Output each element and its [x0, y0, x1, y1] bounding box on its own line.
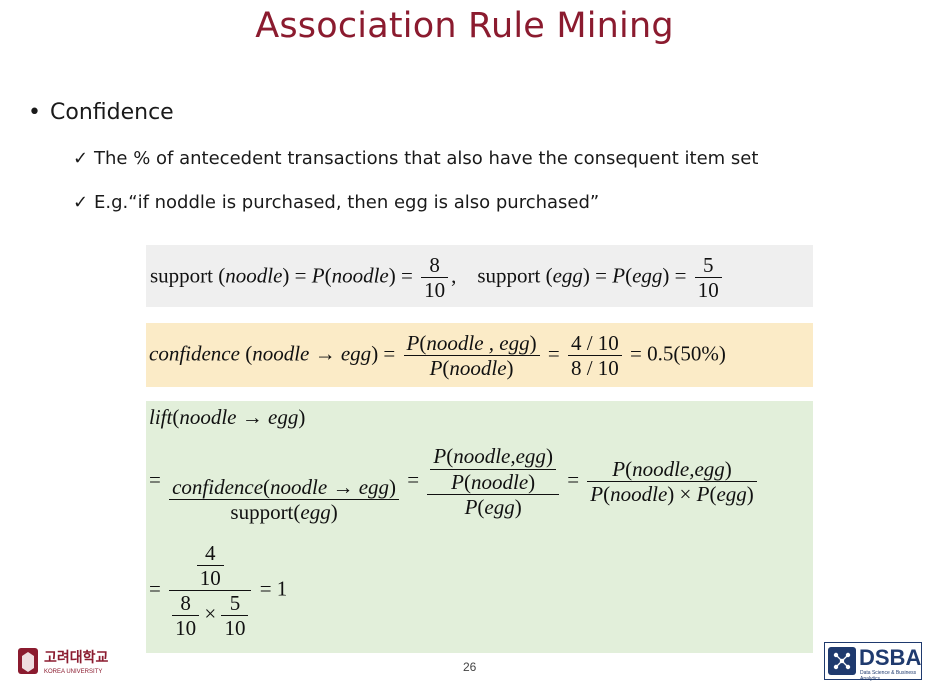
dsba-network-icon: [828, 647, 856, 675]
slide-title: Association Rule Mining: [255, 6, 674, 46]
check-text: E.g.“if noddle is purchased, then egg is…: [94, 192, 600, 213]
lift-label: lift: [149, 405, 173, 429]
var-noodle: noodle: [331, 263, 389, 288]
fraction: P(noodle,egg)P(noodle) × P(egg): [587, 457, 757, 506]
fraction: confidence(noodle → egg)support(egg): [169, 475, 400, 524]
check-item-example: ✓E.g.“if noddle is purchased, then egg i…: [73, 192, 599, 213]
var-egg: egg: [552, 263, 583, 288]
dsba-name: DSBA: [859, 645, 922, 670]
compound-fraction: P(noodle,egg)P(noodle) P(egg): [427, 444, 559, 519]
dsba-logo: DSBA Data Science & Business Analytics: [824, 642, 922, 682]
korea-university-logo: 고려대학교 KOREA UNIVERSITY: [16, 646, 136, 682]
university-korean: 고려대학교: [44, 649, 109, 666]
fraction: P(noodle , egg)P(noodle): [403, 331, 540, 380]
confidence-result: 0.5(50%): [647, 341, 726, 366]
check-text: The % of antecedent transactions that al…: [94, 148, 759, 169]
lift-result: 1: [276, 576, 288, 601]
support-label: support: [477, 263, 541, 288]
university-english: KOREA UNIVERSITY: [44, 669, 102, 675]
page-number: 26: [463, 660, 477, 674]
fraction: P(noodle,egg)P(noodle): [430, 444, 556, 494]
var-egg: egg: [632, 263, 663, 288]
check-item-definition: ✓The % of antecedent transactions that a…: [73, 148, 758, 169]
checkmark-icon: ✓: [73, 148, 89, 169]
dsba-subtitle: Data Science & Business Analytics: [860, 670, 917, 682]
checkmark-icon: ✓: [73, 192, 89, 213]
university-crest-icon: 고려대학교 KOREA UNIVERSITY: [18, 648, 109, 675]
support-label: support: [150, 263, 213, 288]
lift-formula-box: lift(noodle → egg) = confidence(noodle →…: [146, 401, 813, 653]
confidence-formula-box: confidence (noodle → egg) = P(noodle , e…: [146, 323, 813, 387]
confidence-label: confidence: [149, 341, 240, 366]
bullet-dot-icon: •: [28, 100, 41, 125]
lift-heading: lift(noodle → egg): [149, 405, 306, 429]
lift-expansion: = confidence(noodle → egg)support(egg) =…: [149, 439, 760, 524]
bullet-confidence: • Confidence: [28, 100, 174, 125]
confidence-formula: confidence (noodle → egg) = P(noodle , e…: [149, 331, 726, 381]
bullet-label: Confidence: [50, 100, 174, 125]
var-noodle: noodle: [225, 263, 283, 288]
